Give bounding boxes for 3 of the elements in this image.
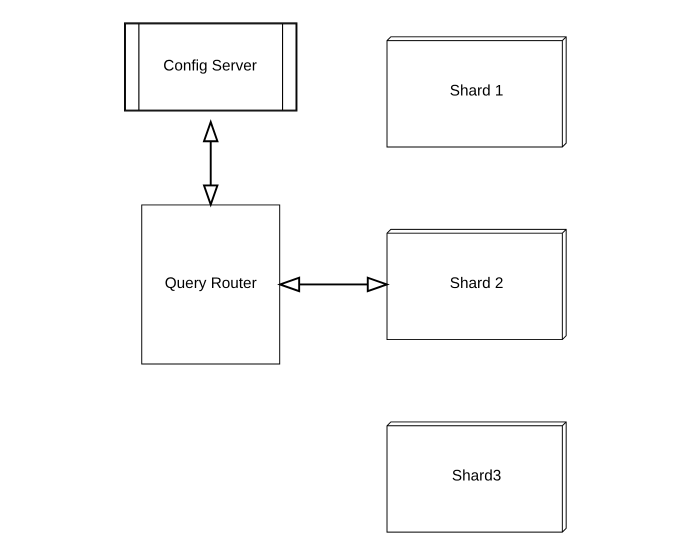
node-box: Query Router (140, 204, 280, 364)
arrow (202, 119, 218, 208)
arrow (276, 276, 390, 292)
